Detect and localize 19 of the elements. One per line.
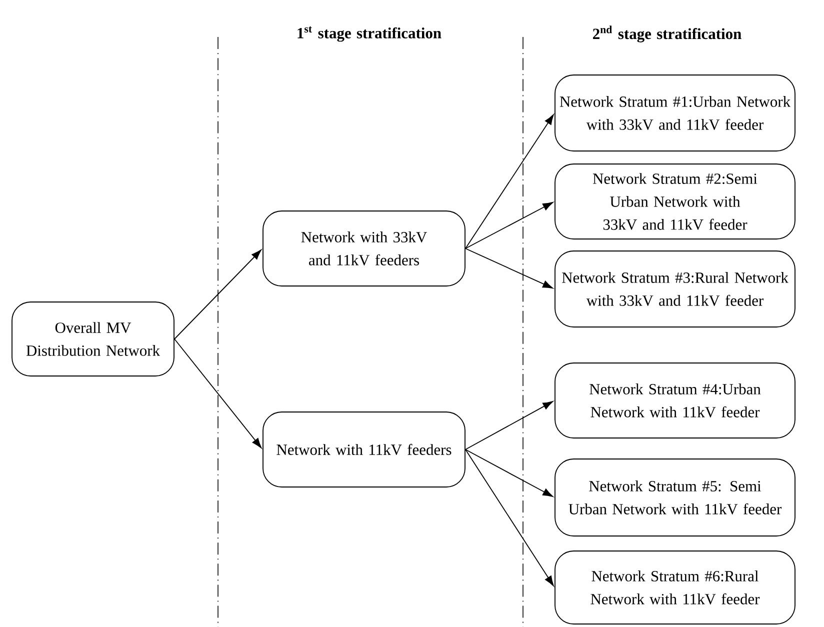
process-box: Network with 33kV and 11kV feeders xyxy=(262,210,466,286)
arrow xyxy=(465,401,554,450)
process-box: Network Stratum #4:Urban Network with 11kV feeder xyxy=(554,362,796,438)
column-heading: 2$^{nd}$ stage stratification xyxy=(593,26,742,42)
process-box: Network Stratum #5: Semi Urban Network with 11kV feeder xyxy=(554,458,796,536)
process-box: Network Stratum #6:Rural Network with 11kV feeder xyxy=(554,550,796,624)
arrow xyxy=(174,250,262,340)
arrow xyxy=(465,202,554,249)
arrow xyxy=(465,248,554,289)
column-heading: 1$^{st}$ stage stratification xyxy=(298,26,442,42)
process-box: Network Stratum #1:Urban Network with 33kV and 11kV feeder xyxy=(554,74,796,152)
arrow xyxy=(465,449,554,497)
process-box: Network Stratum #2:Semi Urban Network with 33kV and 11kV feeder xyxy=(554,164,796,240)
process-box: Overall MV Distribution Network xyxy=(12,302,174,376)
arrow xyxy=(465,449,554,586)
arrow xyxy=(465,114,554,249)
process-box: Network with 11kV feeders xyxy=(262,412,466,488)
arrow xyxy=(174,338,262,448)
process-box: Network Stratum #3:Rural Network with 33kV and 11kV feeder xyxy=(554,250,796,328)
